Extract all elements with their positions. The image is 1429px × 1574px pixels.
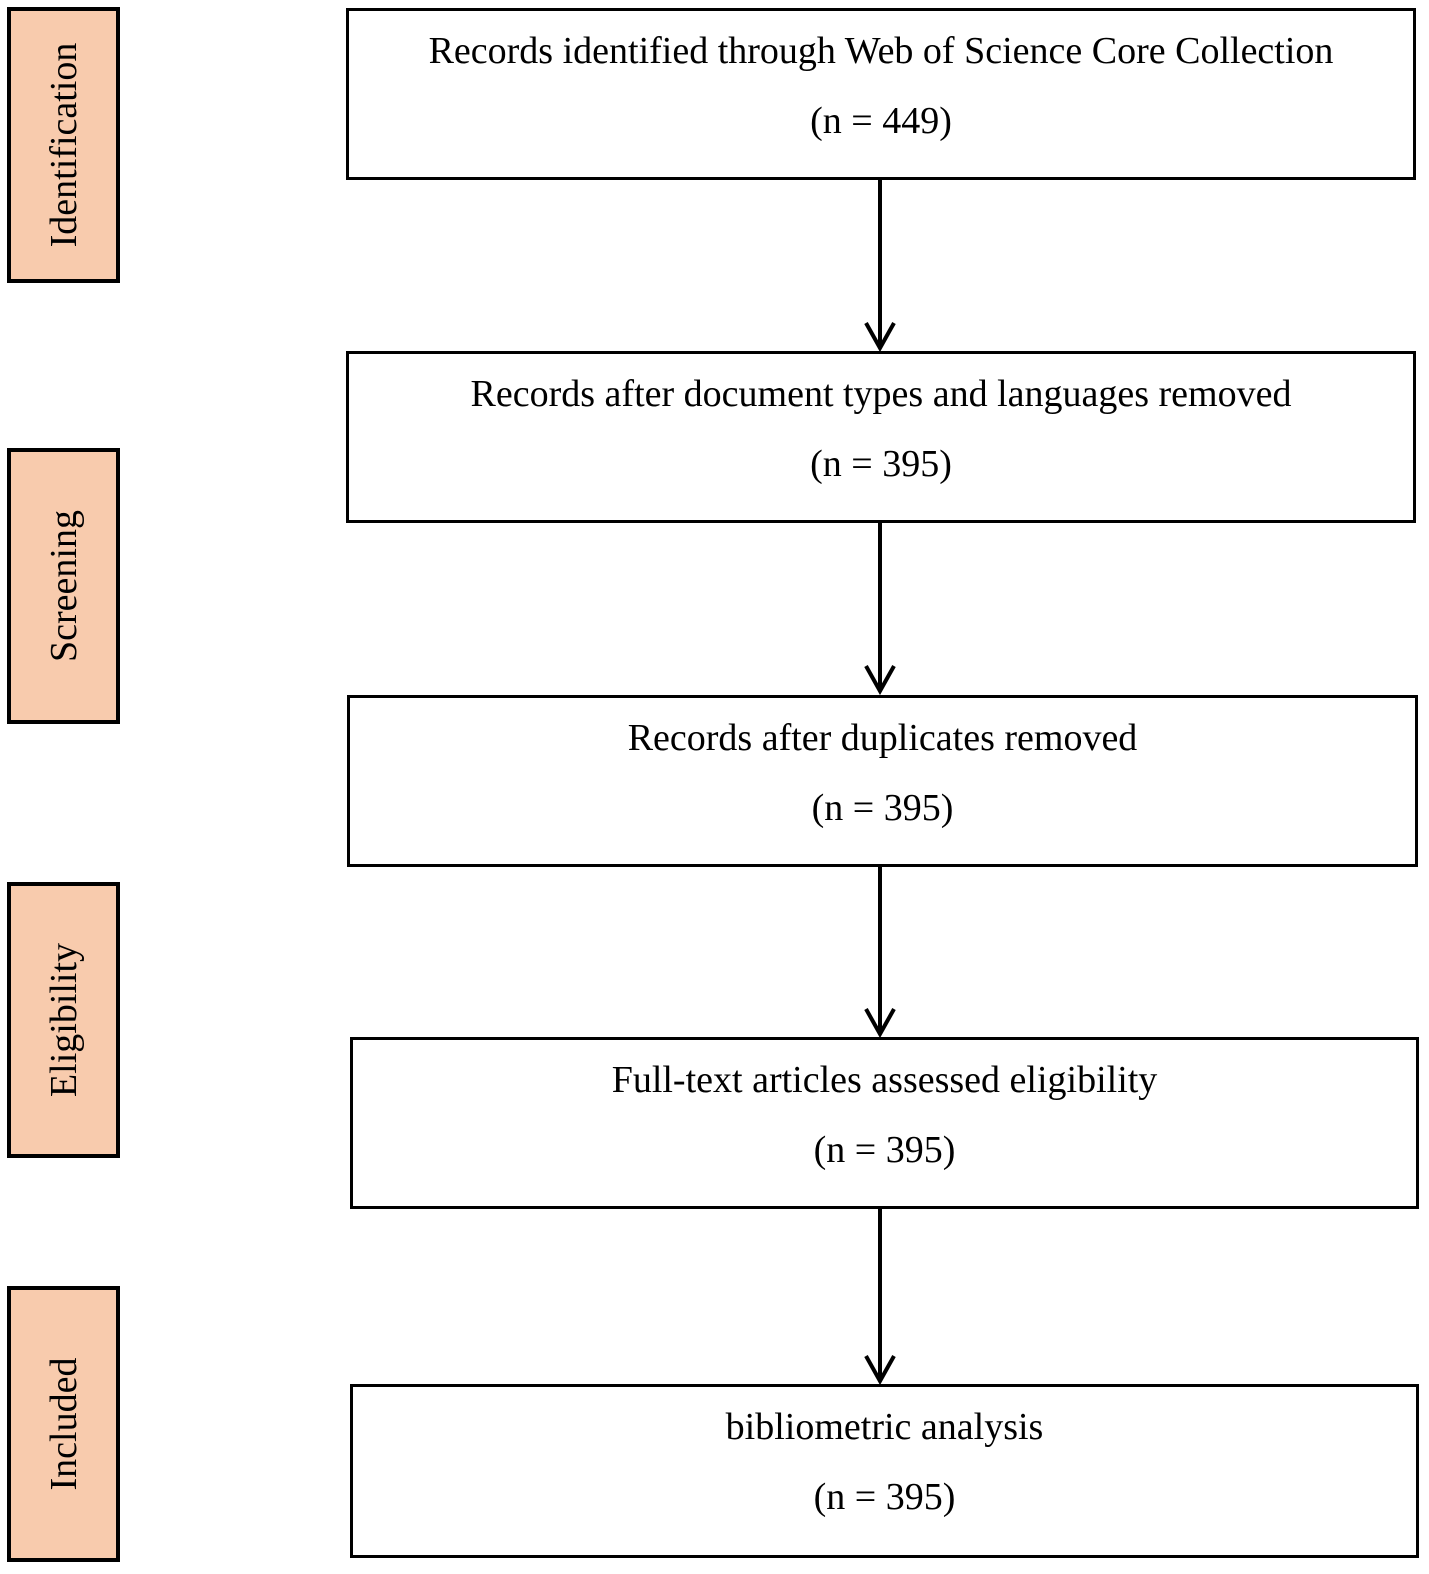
arrowhead-3: [864, 1008, 896, 1039]
box-count: (n = 395): [813, 1476, 956, 1518]
box-records-after-duplicates: Records after duplicates removed (n = 39…: [347, 695, 1418, 867]
stage-identification: Identification: [7, 7, 120, 283]
stage-eligibility: Eligibility: [7, 882, 120, 1158]
box-text: Records identified through Web of Scienc…: [428, 30, 1334, 72]
box-count: (n = 395): [811, 787, 954, 829]
stage-screening: Screening: [7, 448, 120, 724]
box-full-text-eligibility: Full-text articles assessed eligibility …: [350, 1037, 1419, 1209]
box-count: (n = 449): [810, 100, 952, 142]
box-count: (n = 395): [813, 1129, 956, 1171]
arrowhead-1: [864, 322, 896, 353]
stage-label: Identification: [42, 42, 85, 248]
box-text: Records after duplicates removed: [627, 717, 1138, 759]
stage-included: Included: [7, 1286, 120, 1562]
box-records-after-types-languages: Records after document types and languag…: [346, 351, 1416, 523]
stage-label: Eligibility: [42, 942, 85, 1098]
box-records-identified: Records identified through Web of Scienc…: [346, 8, 1416, 180]
box-text: Full-text articles assessed eligibility: [611, 1059, 1158, 1101]
stage-label: Screening: [42, 510, 85, 662]
box-count: (n = 395): [810, 443, 952, 485]
box-text: Records after document types and languag…: [470, 373, 1292, 415]
arrowhead-4: [864, 1355, 896, 1386]
box-text: bibliometric analysis: [725, 1406, 1044, 1448]
box-bibliometric-analysis: bibliometric analysis (n = 395): [350, 1384, 1419, 1558]
arrowhead-2: [864, 665, 896, 696]
stage-label: Included: [42, 1357, 85, 1491]
